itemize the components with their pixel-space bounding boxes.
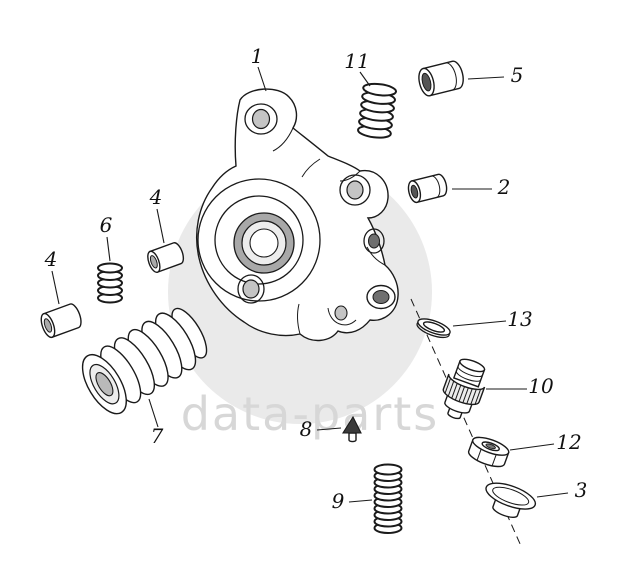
- side-port-boss: [363, 228, 385, 254]
- part-label-5: 5: [511, 63, 524, 87]
- contour-line: [301, 158, 321, 178]
- valve-port-hole: [372, 290, 390, 304]
- bracket-contour: [327, 307, 357, 326]
- part-label-6: 6: [100, 213, 113, 237]
- leader-4b: [51, 270, 60, 305]
- part-4-bushing-lower: [40, 303, 82, 339]
- lower-ear-boss: [237, 274, 265, 304]
- part-label-4b: 4: [44, 247, 58, 271]
- leader-3: [536, 492, 569, 498]
- part-2-plug-bushing: [407, 173, 448, 204]
- leader-4a: [156, 208, 165, 244]
- part-10-valve-assembly: [442, 358, 486, 420]
- leader-7: [148, 398, 159, 428]
- part-8-valve-poppet: [342, 415, 362, 443]
- side-port-hole: [368, 233, 380, 249]
- part-9-spring: [373, 463, 403, 534]
- leader-9: [348, 499, 373, 503]
- top-ear-boss: [244, 103, 278, 135]
- sleeve-bore: [421, 72, 432, 92]
- part-label-1: 1: [251, 44, 264, 68]
- contour-line: [366, 246, 386, 266]
- contour-line: [272, 127, 294, 152]
- part-label-7: 7: [151, 424, 164, 448]
- part-label-10: 10: [528, 374, 554, 398]
- watermark-text: data-parts: [181, 387, 440, 441]
- part-3-cap: [485, 482, 537, 518]
- part-label-9: 9: [332, 489, 345, 513]
- part-11-spring: [357, 82, 398, 139]
- top-bolt-hole: [251, 108, 271, 130]
- nut-hole: [485, 443, 496, 450]
- bore-inner: [249, 228, 279, 258]
- leader-5: [467, 76, 505, 80]
- part-label-2: 2: [497, 175, 511, 199]
- right-bolt-hole: [346, 180, 364, 200]
- part-5-sleeve: [418, 60, 464, 97]
- lower-bolt-hole: [242, 279, 260, 299]
- part-label-3: 3: [575, 478, 588, 502]
- bracket-hole: [334, 305, 348, 321]
- washer-hole: [422, 321, 446, 333]
- part-labels: 1 11 5 2 4 6 4 7 13 10 12 3 8 9: [44, 44, 588, 513]
- flange-face: [214, 195, 304, 285]
- part-6-spring: [97, 262, 123, 304]
- part-label-4a: 4: [149, 185, 163, 209]
- part-label-11: 11: [344, 49, 369, 73]
- leader-11: [359, 71, 371, 87]
- part-4-bushing-upper: [147, 242, 185, 274]
- part-7-ribbed-sleeve: [81, 307, 208, 415]
- plug-bore: [410, 184, 419, 199]
- part-13-washer: [416, 318, 451, 339]
- part-1-housing: [196, 88, 399, 342]
- part-label-12: 12: [556, 430, 581, 454]
- leader-8: [316, 427, 342, 431]
- leader-13: [452, 320, 507, 327]
- contour-line: [339, 170, 361, 182]
- leader-lines: [51, 66, 569, 503]
- part-label-13: 13: [507, 307, 532, 331]
- leader-12: [509, 443, 555, 451]
- part-12-nut: [467, 436, 510, 468]
- leader-6: [106, 236, 111, 262]
- flange-rim: [197, 178, 321, 302]
- poppet-cone: [342, 415, 362, 434]
- part-label-8: 8: [300, 417, 313, 441]
- leader-1: [257, 66, 267, 92]
- contour-line: [297, 303, 301, 335]
- housing-silhouette: [196, 88, 399, 342]
